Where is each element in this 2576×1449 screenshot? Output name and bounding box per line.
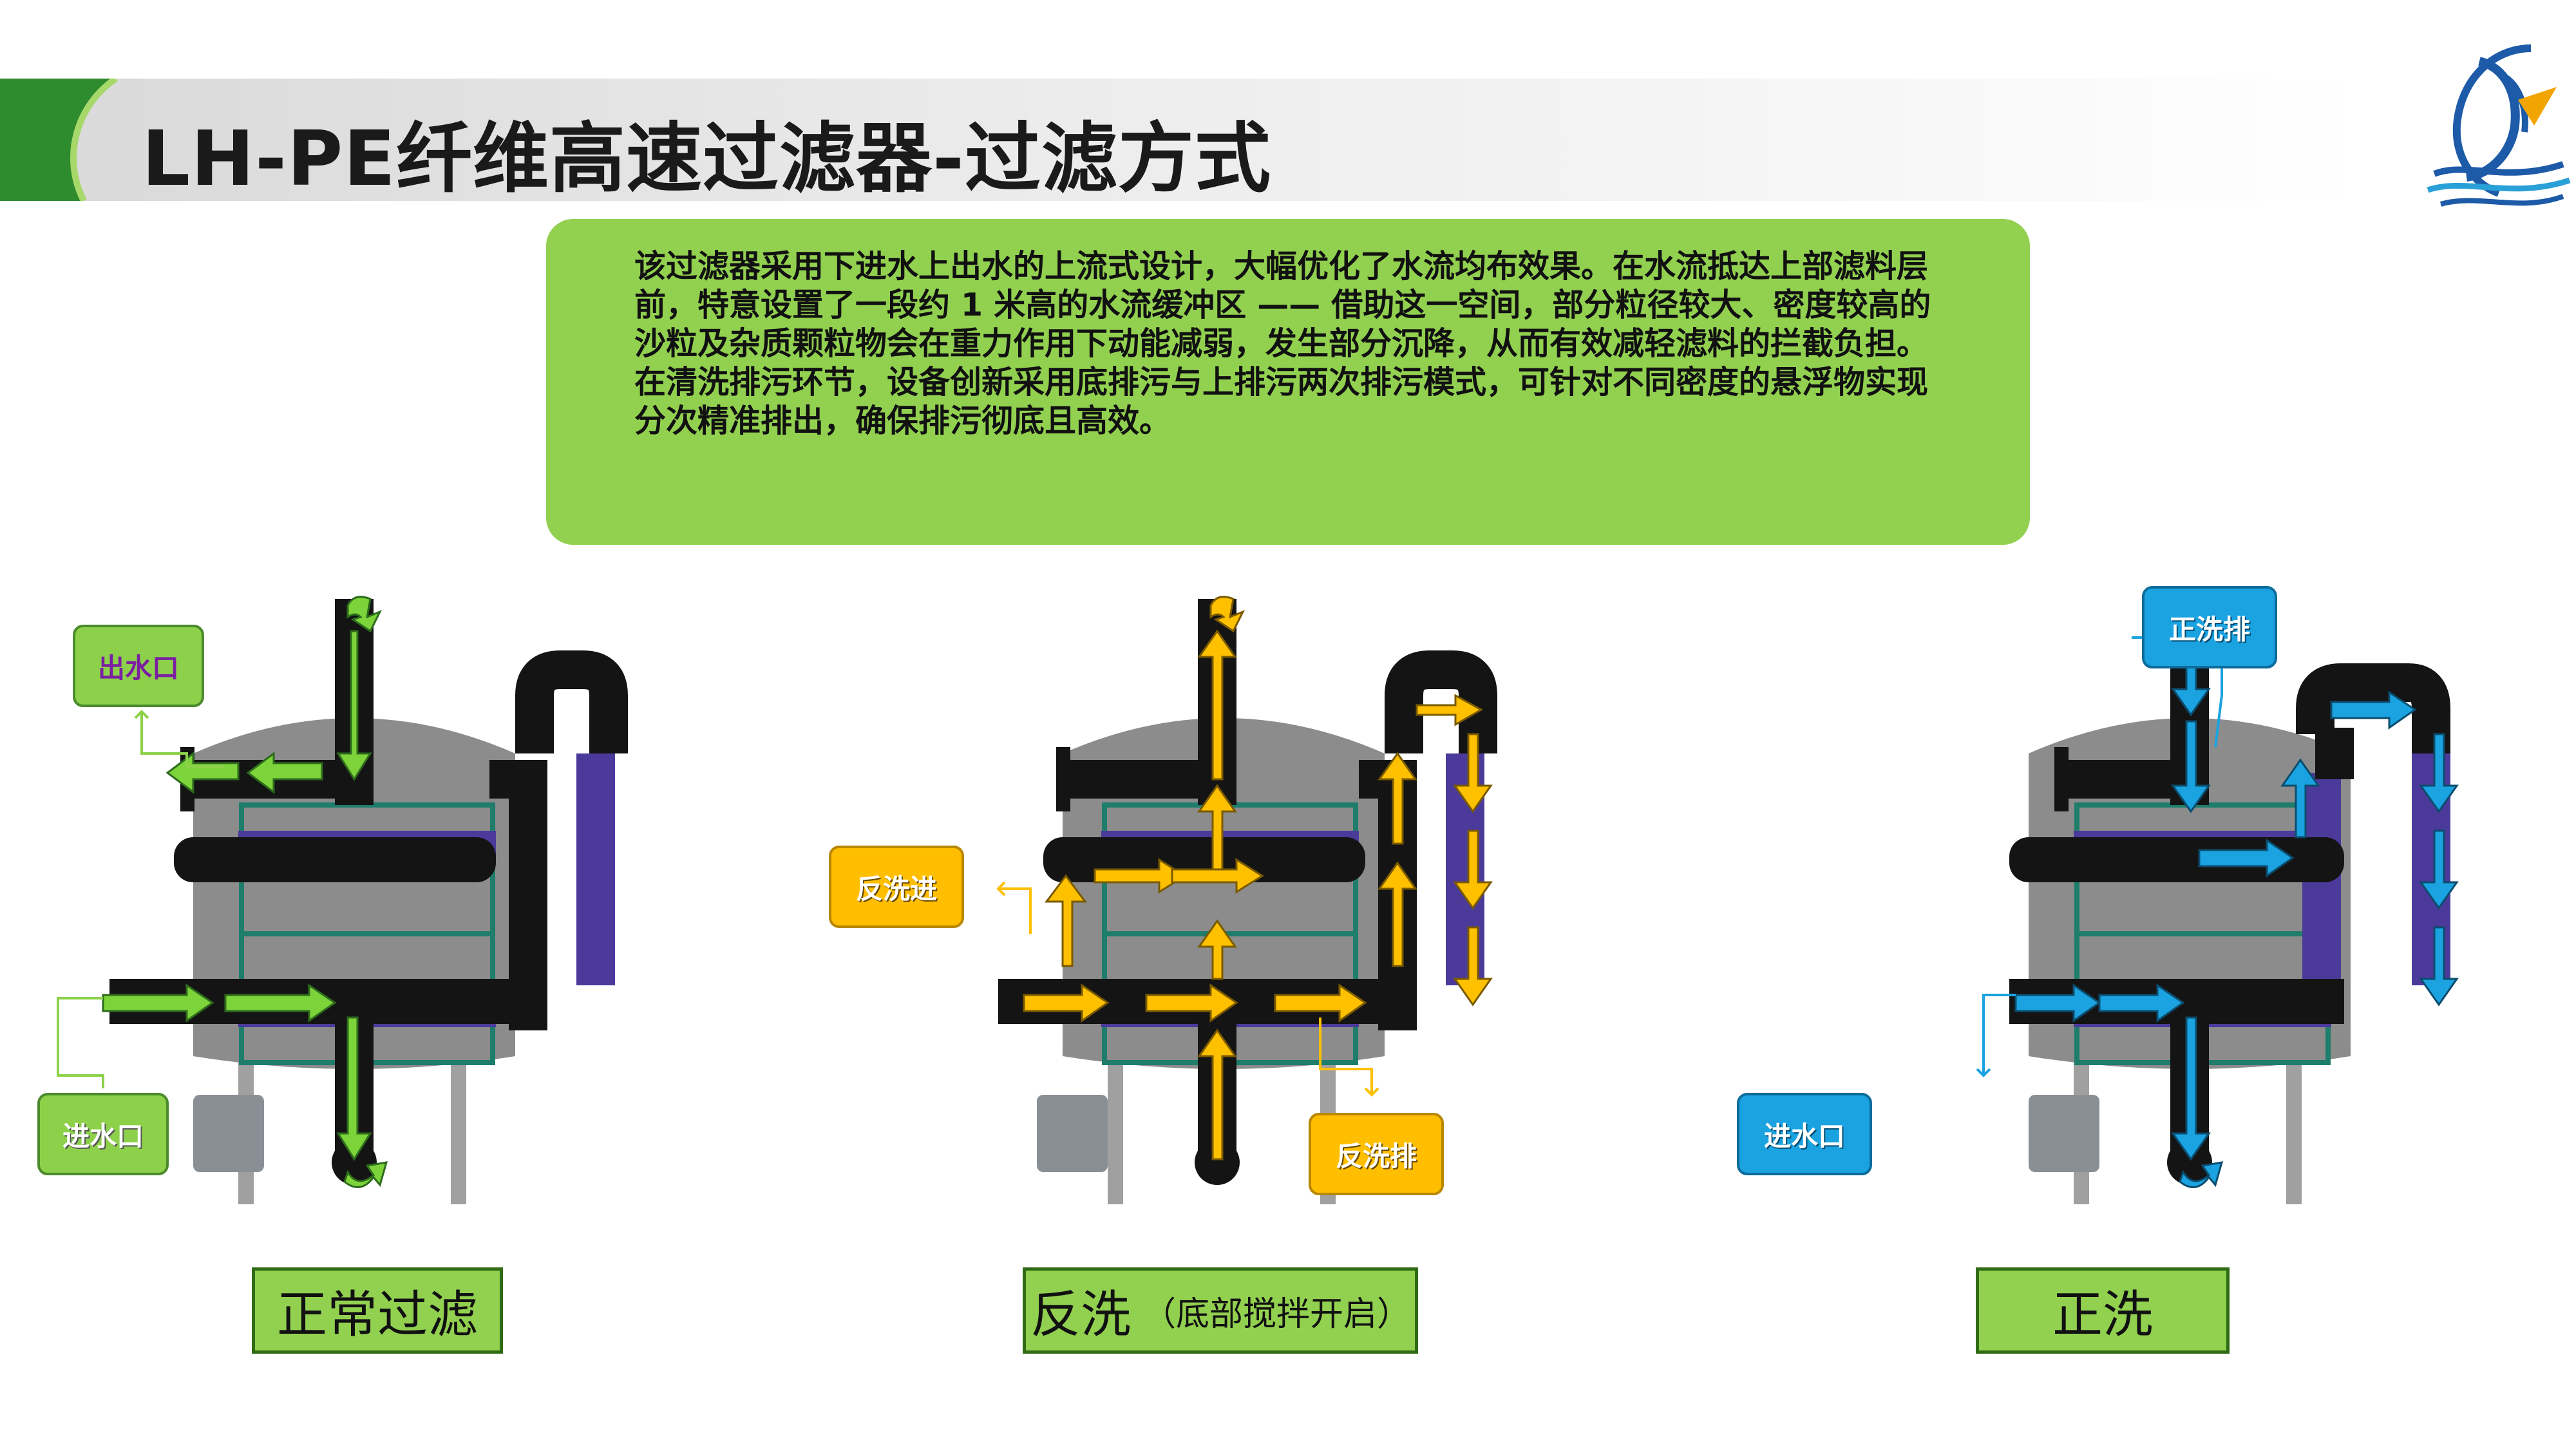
normal-filtration-diagram <box>57 596 628 1204</box>
forward-rinse-caption: 正洗 <box>1976 1267 2230 1354</box>
header-accent-icon <box>0 79 118 201</box>
description-text: 该过滤器采用下进水上出水的上流式设计，大幅优化了水流均布效果。在水流抵达上部滤料… <box>634 247 1955 440</box>
description-box <box>546 219 2030 545</box>
page-title: LH-PE纤维高速过滤器-过滤方式 <box>142 114 1271 203</box>
caption-text: 正常过滤 <box>276 1286 478 1344</box>
rinse-drain-label: 正洗排 <box>2142 586 2277 668</box>
normal-filtration-caption: 正常过滤 <box>252 1267 503 1354</box>
description-paragraph-1: 该过滤器采用下进水上出水的上流式设计，大幅优化了水流均布效果。在水流抵达上部滤料… <box>634 248 1931 362</box>
description-paragraph-2: 在清洗排污环节，设备创新采用底排污与上排污两次排污模式，可针对不同密度的悬浮物实… <box>634 364 1929 439</box>
blue-wave-logo-icon <box>2427 44 2571 207</box>
backwash-out-label: 反洗排 <box>1309 1113 1444 1195</box>
caption-subtext: （底部搅拌开启） <box>1142 1294 1411 1334</box>
inlet-label: 进水口 <box>37 1093 169 1175</box>
header-bar <box>0 79 2357 201</box>
backwash-caption: 反洗 （底部搅拌开启） <box>1023 1267 1418 1354</box>
outlet-label: 出水口 <box>73 625 204 707</box>
backwash-diagram <box>996 596 1497 1204</box>
caption-text: 正洗 <box>2052 1286 2153 1344</box>
forward-rinse-diagram <box>1976 596 2459 1204</box>
backwash-in-label: 反洗进 <box>829 846 964 928</box>
inlet-label: 进水口 <box>1737 1093 1872 1175</box>
caption-text: 反洗 <box>1030 1286 1131 1344</box>
